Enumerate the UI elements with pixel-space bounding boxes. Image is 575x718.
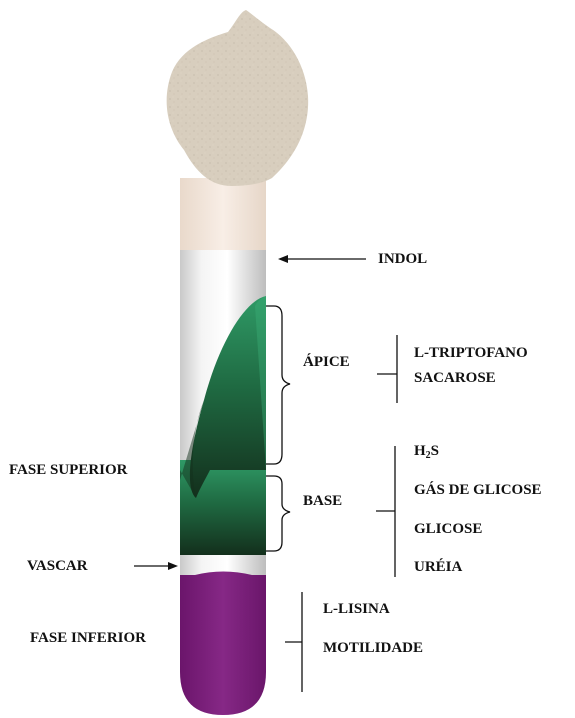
label-vascar: VASCAR (27, 557, 88, 575)
cotton-plug (167, 10, 309, 186)
base-brace (266, 476, 290, 551)
base-bracket (376, 446, 395, 577)
base-item-glicose: GLICOSE (414, 520, 482, 538)
base-item-h2s: H2S (414, 442, 439, 462)
base-item-gas-glicose: GÁS DE GLICOSE (414, 481, 542, 499)
tube-plug (180, 178, 266, 250)
apice-bracket (377, 335, 397, 403)
apice-item-sacarose: SACAROSE (414, 369, 496, 387)
label-fase-superior: FASE SUPERIOR (9, 461, 128, 479)
inferior-item-motilidade: MOTILIDADE (323, 639, 423, 657)
h2s-suffix: S (431, 443, 439, 459)
inferior-bracket (285, 592, 302, 692)
vascar-arrow (134, 562, 178, 570)
label-fase-inferior: FASE INFERIOR (30, 629, 146, 647)
h2s-prefix: H (414, 443, 426, 459)
h2s-subscript: 2 (426, 450, 431, 461)
lower-phase-medium (180, 572, 266, 716)
apice-brace (266, 306, 290, 464)
apice-item-l-triptofano: L-TRIPTOFANO (414, 344, 528, 362)
inferior-item-l-lisina: L-LISINA (323, 600, 390, 618)
indol-arrow (278, 255, 366, 263)
label-base: BASE (303, 492, 342, 510)
label-apice: ÁPICE (303, 353, 350, 371)
label-indol: INDOL (378, 250, 427, 268)
base-item-ureia: URÉIA (414, 558, 462, 576)
